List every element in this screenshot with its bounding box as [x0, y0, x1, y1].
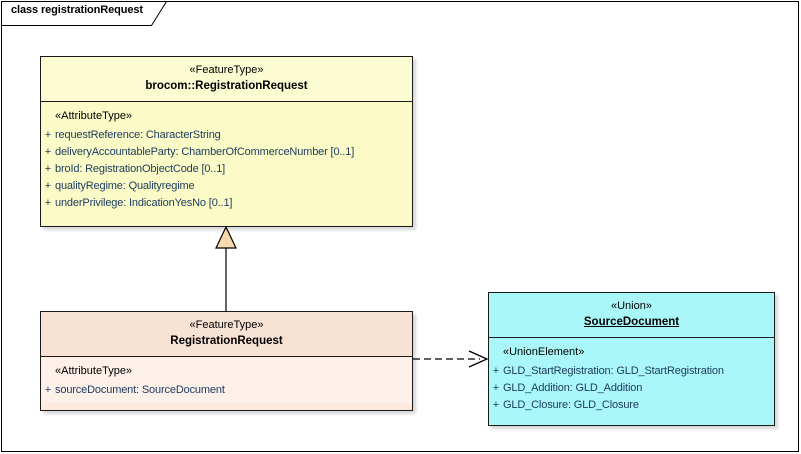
- attribute-text: GLD_Closure: GLD_Closure: [503, 399, 639, 411]
- class-attribute-compartment: «AttributeType» + sourceDocument: Source…: [41, 357, 412, 403]
- visibility-marker: +: [492, 399, 500, 411]
- class-header: «FeatureType» brocom::RegistrationReques…: [41, 57, 412, 102]
- compartment-stereotype: «AttributeType»: [55, 365, 133, 377]
- attribute-text: sourceDocument: SourceDocument: [55, 384, 225, 396]
- class-stereotype: «FeatureType»: [189, 319, 264, 331]
- compartment-stereotype: «AttributeType»: [55, 110, 133, 122]
- attribute-text: requestReference: CharacterString: [55, 129, 221, 141]
- class-name: brocom::RegistrationRequest: [145, 80, 308, 92]
- class-box-registrationrequest[interactable]: «FeatureType» RegistrationRequest «Attri…: [40, 311, 413, 411]
- visibility-marker: +: [44, 163, 52, 175]
- class-header: «Union» SourceDocument: [489, 293, 774, 338]
- diagram-title-tab: class registrationRequest: [1, 1, 171, 26]
- compartment-stereotype: «UnionElement»: [503, 346, 585, 358]
- attribute-text: broId: RegistrationObjectCode [0..1]: [55, 163, 226, 175]
- attribute-row[interactable]: + GLD_StartRegistration: GLD_StartRegist…: [489, 363, 774, 380]
- attribute-text: deliveryAccountableParty: ChamberOfComme…: [55, 146, 355, 158]
- visibility-marker: +: [44, 146, 52, 158]
- attribute-row[interactable]: + GLD_Addition: GLD_Addition: [489, 380, 774, 397]
- class-box-brocom-registrationrequest[interactable]: «FeatureType» brocom::RegistrationReques…: [40, 56, 413, 227]
- class-stereotype: «Union»: [611, 300, 652, 312]
- attribute-text: GLD_StartRegistration: GLD_StartRegistra…: [503, 365, 724, 377]
- visibility-marker: +: [44, 129, 52, 141]
- class-stereotype: «FeatureType»: [189, 64, 264, 76]
- attribute-row[interactable]: + qualityRegime: Qualityregime: [41, 178, 412, 195]
- visibility-marker: +: [44, 180, 52, 192]
- attribute-text: underPrivilege: IndicationYesNo [0..1]: [55, 197, 233, 209]
- class-box-sourcedocument[interactable]: «Union» SourceDocument «UnionElement» + …: [488, 292, 775, 426]
- attribute-text: qualityRegime: Qualityregime: [55, 180, 195, 192]
- visibility-marker: +: [44, 384, 52, 396]
- class-name: RegistrationRequest: [170, 335, 283, 347]
- attribute-row[interactable]: + requestReference: CharacterString: [41, 127, 412, 144]
- class-attribute-compartment: «AttributeType» + requestReference: Char…: [41, 102, 412, 216]
- class-attribute-compartment: «UnionElement» + GLD_StartRegistration: …: [489, 338, 774, 418]
- class-header: «FeatureType» RegistrationRequest: [41, 312, 412, 357]
- generalization-connector: [215, 225, 237, 311]
- attribute-row[interactable]: + underPrivilege: IndicationYesNo [0..1]: [41, 195, 412, 212]
- visibility-marker: +: [492, 365, 500, 377]
- attribute-row[interactable]: + GLD_Closure: GLD_Closure: [489, 397, 774, 414]
- attribute-row[interactable]: + broId: RegistrationObjectCode [0..1]: [41, 161, 412, 178]
- visibility-marker: +: [492, 382, 500, 394]
- visibility-marker: +: [44, 197, 52, 209]
- dependency-connector: [413, 350, 489, 368]
- class-name: SourceDocument: [583, 316, 680, 328]
- attribute-row[interactable]: + deliveryAccountableParty: ChamberOfCom…: [41, 144, 412, 161]
- attribute-row[interactable]: + sourceDocument: SourceDocument: [41, 382, 412, 399]
- diagram-title: class registrationRequest: [11, 4, 143, 16]
- attribute-text: GLD_Addition: GLD_Addition: [503, 382, 643, 394]
